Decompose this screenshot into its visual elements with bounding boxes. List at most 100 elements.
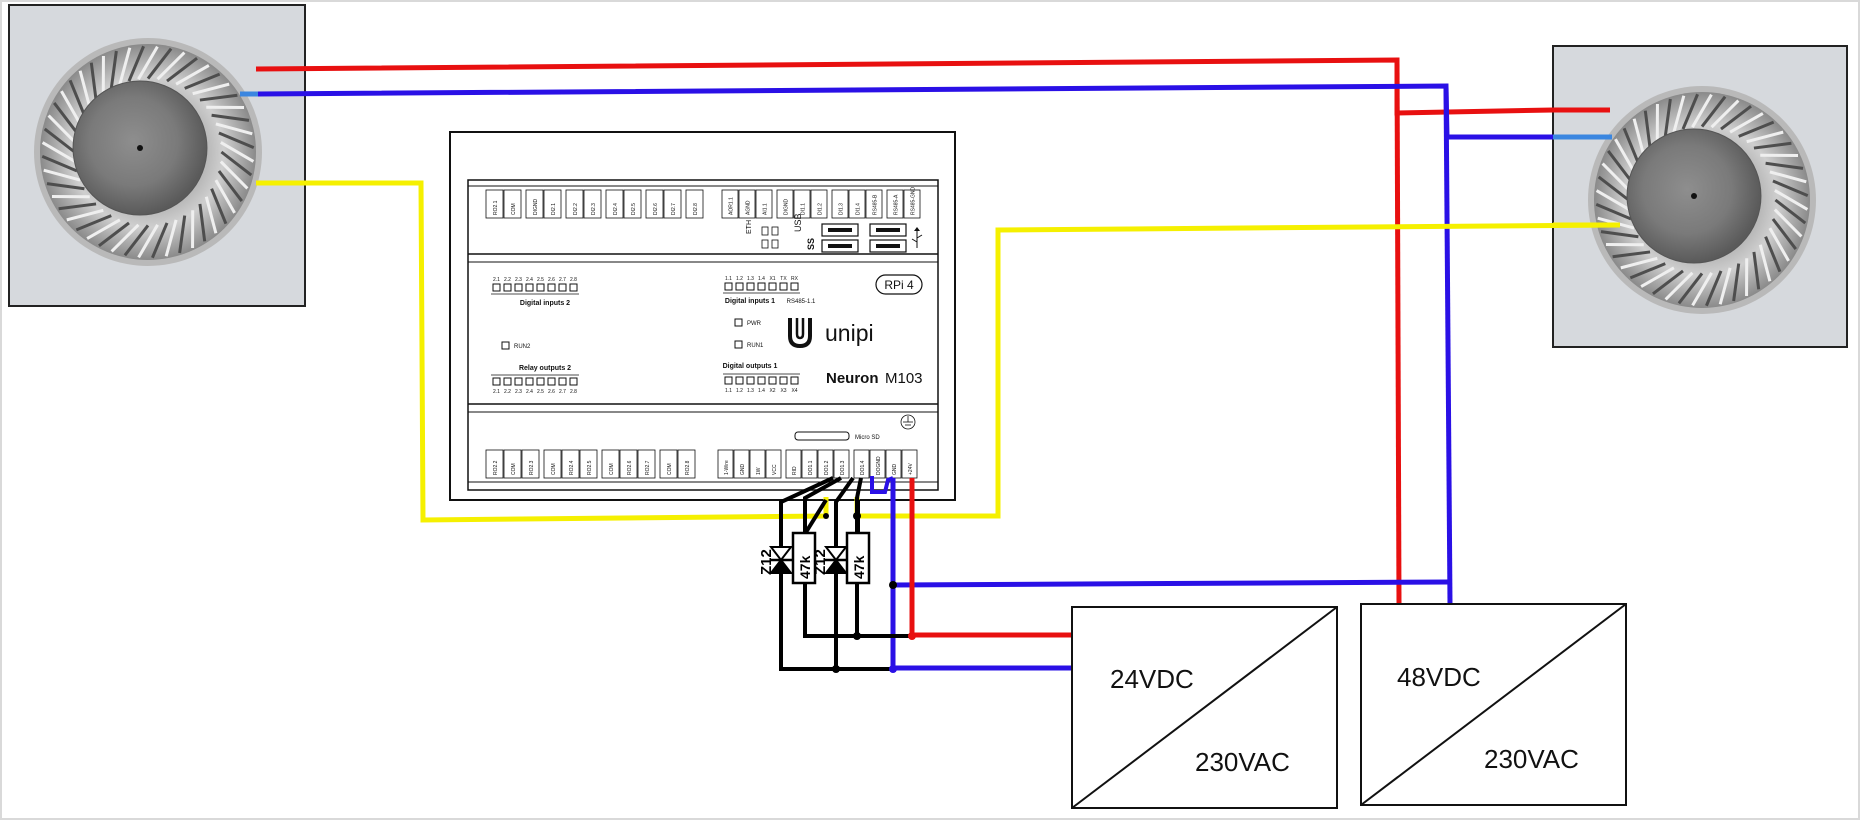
zener-diode-2: Z12 [812, 546, 849, 575]
psu-24vdc: 24VDC 230VAC [1071, 606, 1338, 809]
wire-yellow-fan-right [854, 222, 1619, 519]
wire-blue-psu48 [1443, 85, 1453, 605]
terminal-label: DI2.3 [591, 203, 597, 215]
resistor-icon [845, 531, 871, 585]
terminal-label: COM [667, 463, 673, 475]
label-digital-inputs-1: Digital inputs 1 [725, 298, 775, 305]
led-label: 1.4 [758, 388, 765, 394]
led-indicator [735, 376, 744, 385]
run2-led [501, 341, 510, 350]
led-label: 2.8 [570, 389, 577, 395]
wire-yellow-fan-left [256, 180, 829, 523]
terminal-label: AGND [746, 200, 752, 215]
terminal-label: +24V [908, 463, 914, 475]
eth-usb-ports: ETH USB SS [746, 213, 923, 253]
terminal-label: 1W [756, 467, 762, 475]
terminal-label: DI2.4 [613, 203, 619, 215]
wire-blue-fan-left [257, 83, 1553, 140]
led-indicator [569, 377, 578, 386]
resistor-2-label: 47k [851, 555, 867, 579]
terminal-label: DI1.3 [839, 203, 845, 215]
label-ss: SS [806, 238, 816, 250]
label-usb: USB [793, 213, 803, 232]
terminal-label: GND [740, 464, 746, 476]
led-label: 2.4 [526, 389, 533, 395]
terminal-label: DO1.2 [824, 460, 830, 475]
ground-icon [900, 414, 916, 430]
led-label: 2.4 [526, 277, 533, 283]
terminal-label: DO1.1 [808, 460, 814, 475]
brand-name: unipi [825, 320, 874, 346]
led-indicator [514, 283, 523, 292]
led-label: 1.1 [725, 388, 732, 394]
fan-right [1552, 45, 1848, 348]
terminal-label: RS485-A [894, 194, 900, 215]
led-indicator [757, 282, 766, 291]
terminal-label: DIGND [784, 199, 790, 216]
controller-body [467, 179, 939, 491]
psu-48-output-label: 48VDC [1397, 662, 1481, 692]
pwr-led [734, 318, 743, 327]
led-label: 1.2 [736, 276, 743, 282]
terminal-label: COM [609, 463, 615, 475]
usb-icon [911, 227, 923, 248]
led-label: 2.5 [537, 389, 544, 395]
led-indicator [779, 376, 788, 385]
terminal-label: DI2.6 [653, 203, 659, 215]
led-indicator [746, 282, 755, 291]
led-label: RX [791, 276, 799, 282]
led-label: 2.1 [493, 277, 500, 283]
led-indicator [746, 376, 755, 385]
led-indicator [779, 282, 788, 291]
led-label: 2.6 [548, 389, 555, 395]
terminal-label: RO2.3 [529, 460, 535, 475]
model-bold: Neuron [826, 370, 879, 387]
resistor-icon [791, 531, 817, 585]
zener-2-label: Z12 [812, 549, 829, 575]
psu-24-input-label: 230VAC [1195, 747, 1290, 777]
terminal-label: RO2.8 [685, 460, 691, 475]
led-indicator [503, 377, 512, 386]
resistor-1-label: 47k [797, 555, 813, 579]
terminal-label: COM [551, 463, 557, 475]
led-indicator [525, 283, 534, 292]
zener-icon [823, 546, 849, 562]
terminal-label: RO2.7 [645, 460, 651, 475]
led-label: TX [780, 276, 787, 282]
terminal-label: DI2.7 [671, 203, 677, 215]
wires [240, 57, 1620, 673]
wire-blue-24v [890, 478, 1072, 671]
led-indicator [790, 282, 799, 291]
terminal-label: COM [511, 203, 517, 215]
terminal-label: DI2.5 [631, 203, 637, 215]
led-label: 1.2 [736, 388, 743, 394]
led-label: 2.2 [504, 389, 511, 395]
led-label: 2.2 [504, 277, 511, 283]
led-label: 2.8 [570, 277, 577, 283]
led-indicator [558, 283, 567, 292]
terminal-label: DI1.4 [856, 203, 862, 215]
led-label: 2.7 [559, 389, 566, 395]
terminal-label: RS485-B [873, 194, 879, 215]
terminal-label: 1-Wire [724, 460, 730, 475]
led-indicator [569, 283, 578, 292]
led-label: 2.3 [515, 277, 522, 283]
psu-24-output-label: 24VDC [1110, 664, 1194, 694]
led-indicator [525, 377, 534, 386]
microsd-slot [794, 431, 850, 441]
led-indicator [492, 377, 501, 386]
led-indicator [558, 377, 567, 386]
terminal-label: DI2.1 [551, 203, 557, 215]
led-indicator [757, 376, 766, 385]
led-label: X3 [780, 388, 786, 394]
terminal-label: RO2.4 [569, 460, 575, 475]
led-indicator [790, 376, 799, 385]
psu-48vdc: 48VDC 230VAC [1360, 603, 1627, 806]
terminal-label: RO2.5 [587, 460, 593, 475]
led-indicator [492, 283, 501, 292]
label-rs485: RS485-1.1 [787, 299, 816, 305]
terminal-label: DIGND [533, 199, 539, 216]
terminal-label: COM [511, 463, 517, 475]
